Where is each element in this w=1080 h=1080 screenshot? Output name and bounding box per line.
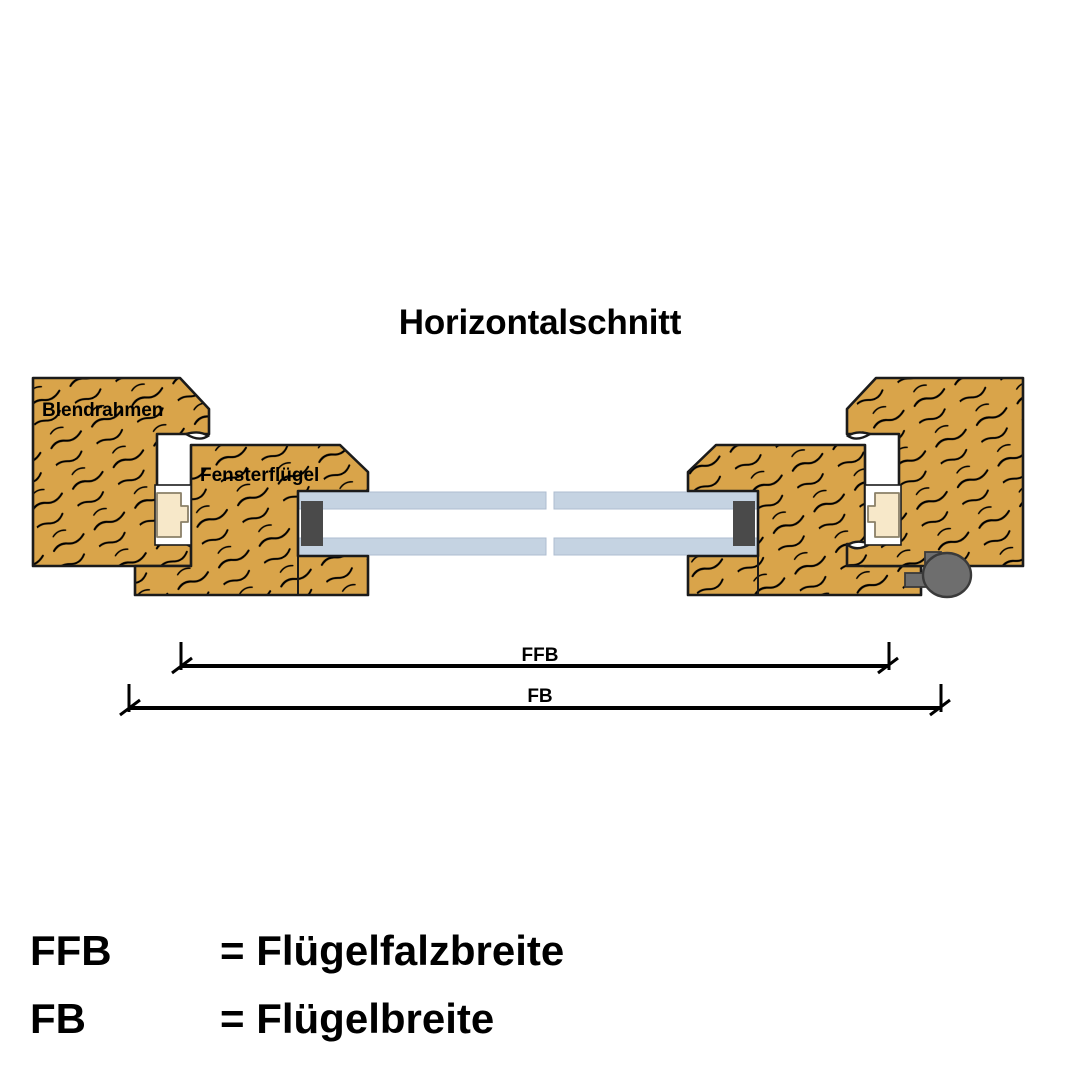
glass-pane-outer-right xyxy=(553,491,759,510)
glass-pane-inner-left xyxy=(297,537,547,556)
label-fensterfluegel: Fensterflügel xyxy=(200,465,320,486)
gasket-left-seal xyxy=(156,492,189,538)
label-blendrahmen: Blendrahmen xyxy=(42,400,164,421)
fb-tick-left xyxy=(119,698,141,717)
ffb-tick-left xyxy=(171,656,193,675)
hinge-circle-icon xyxy=(904,551,973,599)
frame-right-notch-top xyxy=(845,431,873,440)
gasket-left xyxy=(154,484,192,546)
legend-abbr-ffb: FFB xyxy=(30,927,112,974)
legend: FFB = Flügelfalzbreite FB = Flügelbreite xyxy=(30,930,1050,1066)
horizontal-section-drawing xyxy=(31,376,1025,717)
glass-pane-outer-left xyxy=(297,491,547,510)
glazing-spacer-left xyxy=(301,501,323,546)
dimension-caption-ffb: FFB xyxy=(521,645,559,666)
sash-left-fensterfluegel xyxy=(133,443,370,597)
dimension-line-fb xyxy=(119,684,951,717)
frame-left-notch-top xyxy=(183,431,211,440)
page-title: Horizontalschnitt xyxy=(398,303,682,342)
hinge-barrel xyxy=(921,551,973,599)
gasket-right-seal xyxy=(867,492,900,538)
legend-definition-fb: = Flügelbreite xyxy=(220,995,495,1042)
sash-left-profile xyxy=(133,443,370,597)
glazing-spacer-right xyxy=(733,501,755,546)
legend-definition-ffb: = Flügelfalzbreite xyxy=(220,927,565,974)
gasket-right xyxy=(864,484,902,546)
legend-abbr-fb: FB xyxy=(30,995,86,1042)
legend-row: FFB = Flügelfalzbreite xyxy=(30,930,1050,998)
glazing-unit xyxy=(297,491,759,556)
ffb-tick-right xyxy=(877,656,899,675)
fb-tick-right xyxy=(929,698,951,717)
glass-pane-inner-right xyxy=(553,537,759,556)
dimension-caption-fb: FB xyxy=(527,686,553,707)
legend-row: FB = Flügelbreite xyxy=(30,998,1050,1066)
dimension-line-ffb xyxy=(171,642,899,675)
